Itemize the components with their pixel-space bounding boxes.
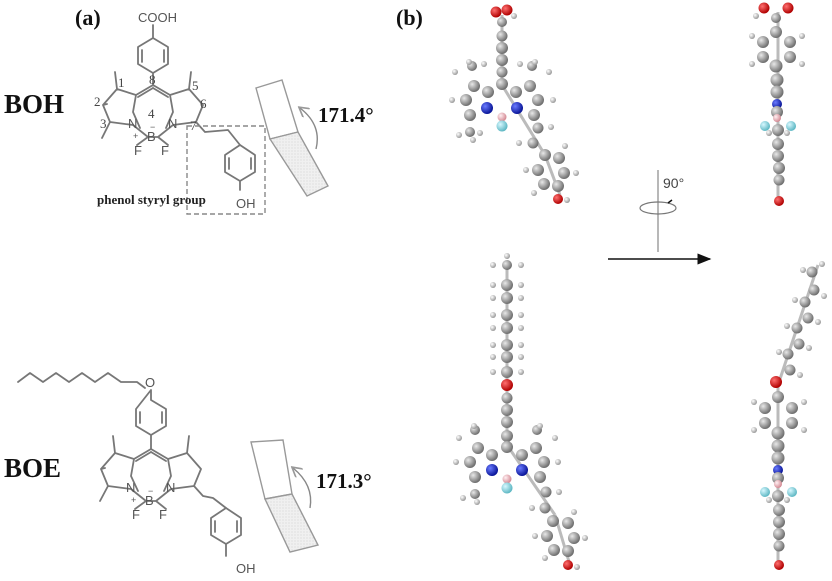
atom-fluorine [501, 482, 513, 494]
boe-model-side [751, 261, 827, 570]
atom-nitrogen [481, 102, 493, 114]
atom-fluorine [787, 487, 797, 497]
position-6: 6 [200, 96, 207, 111]
dihedral-angle-boe: 171.3° [316, 469, 372, 493]
atom-oxygen [501, 379, 513, 391]
atom-boron [774, 480, 782, 488]
atom-boron [497, 112, 507, 122]
atom-n-left-boe: N [126, 480, 135, 495]
atom-boron [773, 114, 781, 122]
atom-f-left-boe: F [132, 507, 140, 522]
boe-structure: BOE O N N B F F + − OH [4, 372, 256, 576]
angle-arrow-boe [293, 468, 312, 509]
boh-dihedral-diagram: 171.4° [255, 79, 374, 197]
charge-minus: − [150, 122, 155, 132]
oh-label-boe: OH [236, 561, 256, 576]
atom-oxygen [774, 196, 784, 206]
boh-model-side [749, 2, 805, 206]
charge-plus: + [133, 131, 138, 141]
rotation-indicator: 90° [608, 170, 712, 265]
phenoxy-ring [135, 389, 167, 450]
position-1: 1 [118, 75, 125, 90]
ether-oxygen: O [145, 375, 155, 390]
cooh-label: COOH [138, 10, 177, 25]
atom-oxygen [758, 2, 770, 14]
atom-nitrogen [772, 99, 782, 109]
atom-nitrogen [773, 465, 783, 475]
position-4: 4 [148, 106, 155, 121]
position-3: 3 [100, 116, 107, 131]
rotation-angle-label: 90° [663, 175, 684, 191]
boe-model-front [453, 253, 588, 570]
phenol-ring-boe [210, 507, 242, 557]
position-5: 5 [192, 78, 199, 93]
plane-upper-boe [250, 439, 293, 500]
oh-label-boh: OH [236, 196, 256, 211]
atom-fluorine [786, 121, 796, 131]
position-8: 8 [149, 72, 156, 87]
rotation-loop-icon [639, 201, 677, 215]
phenol-styryl-highlight-box [186, 125, 266, 215]
atom-oxygen [553, 194, 563, 204]
atom-boron [502, 474, 512, 484]
atom-oxygen [501, 4, 513, 16]
atom-f-left: F [134, 143, 142, 158]
atom-oxygen [490, 6, 502, 18]
atom-fluorine [760, 487, 770, 497]
angle-arrow [300, 108, 318, 150]
rotation-arrow-tip [667, 199, 673, 204]
plane-lower-boe [263, 493, 320, 553]
compound-name-boe: BOE [4, 453, 61, 483]
atom-nitrogen [486, 464, 498, 476]
bodipy-core-bonds [101, 71, 241, 146]
compound-name-boh: BOH [4, 89, 64, 119]
position-7: 7 [190, 118, 197, 133]
plane-lower [268, 131, 329, 197]
atom-nitrogen [516, 464, 528, 476]
atom-n-right: N [168, 116, 177, 131]
charge-minus-boe: − [148, 486, 153, 496]
boh-model-front [449, 4, 579, 204]
phenol-styryl-group-label: phenol styryl group [97, 192, 206, 207]
atom-oxygen [770, 376, 782, 388]
atom-oxygen [563, 560, 573, 570]
atom-b-boe: B [145, 493, 154, 508]
atom-oxygen [782, 2, 794, 14]
charge-plus-boe: + [131, 495, 136, 505]
panel-b-label: (b) [396, 5, 423, 30]
atom-fluorine [760, 121, 770, 131]
octyl-chain [17, 372, 146, 389]
atom-n-right-boe: N [166, 480, 175, 495]
position-2: 2 [94, 94, 101, 109]
atom-nitrogen [511, 102, 523, 114]
panel-a-label: (a) [75, 5, 101, 30]
plane-upper [255, 79, 299, 140]
atom-fluorine [496, 120, 508, 132]
atom-n-left: N [128, 116, 137, 131]
dihedral-angle-boh: 171.4° [318, 103, 374, 127]
benzoic-ring [137, 24, 169, 86]
boh-structure: BOH COOH N N B F F + − 1 2 3 4 5 6 7 8 O… [4, 10, 266, 215]
atom-f-right: F [161, 143, 169, 158]
atom-oxygen [774, 560, 784, 570]
bodipy-core-bonds-boe [99, 435, 227, 510]
atom-f-right-boe: F [159, 507, 167, 522]
atom-b: B [147, 129, 156, 144]
boe-dihedral-diagram: 171.3° [250, 439, 372, 553]
phenol-ring [224, 144, 256, 191]
